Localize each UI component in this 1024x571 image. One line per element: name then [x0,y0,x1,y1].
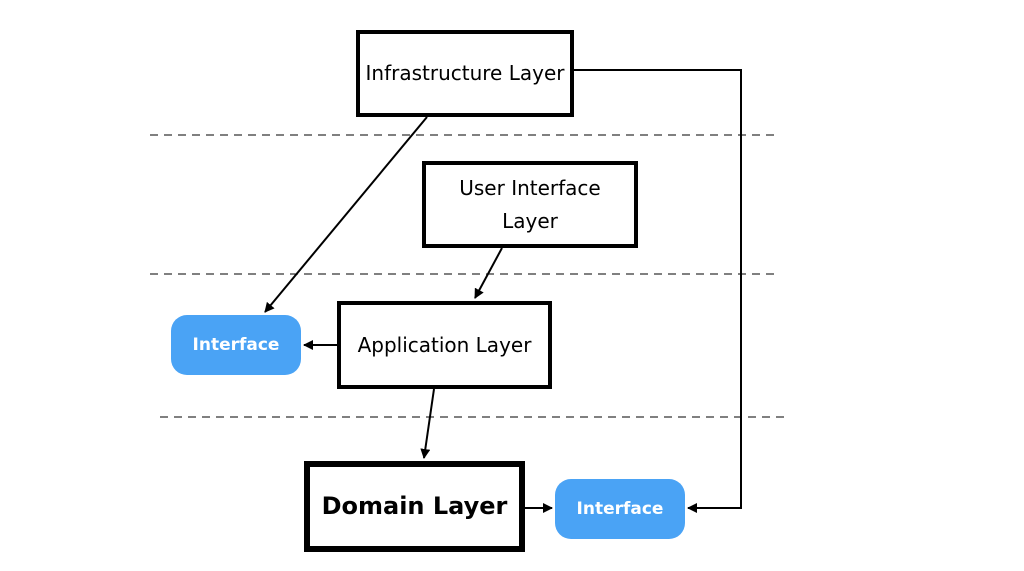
interface-pill-right: Interface [555,479,685,539]
arrow-infrastructure-to-right-interface [574,69,742,513]
domain-layer-label: Domain Layer [321,492,508,520]
user-interface-layer-label: User Interface Layer [459,175,601,233]
infrastructure-layer-box: Infrastructure Layer [356,30,574,117]
arrow-application-to-domain [420,388,435,459]
application-layer-label: Application Layer [357,332,532,357]
infrastructure-layer-label: Infrastructure Layer [365,61,565,85]
interface-pill-left-label: Interface [192,335,280,355]
interface-pill-left: Interface [171,315,301,375]
user-interface-layer-box: User Interface Layer [422,161,638,248]
application-layer-box: Application Layer [337,301,552,389]
interface-pill-right-label: Interface [576,499,664,519]
domain-layer-box: Domain Layer [304,461,525,552]
arrow-ui-to-application [474,247,503,299]
arrow-infrastructure-to-left-interface [264,116,428,313]
